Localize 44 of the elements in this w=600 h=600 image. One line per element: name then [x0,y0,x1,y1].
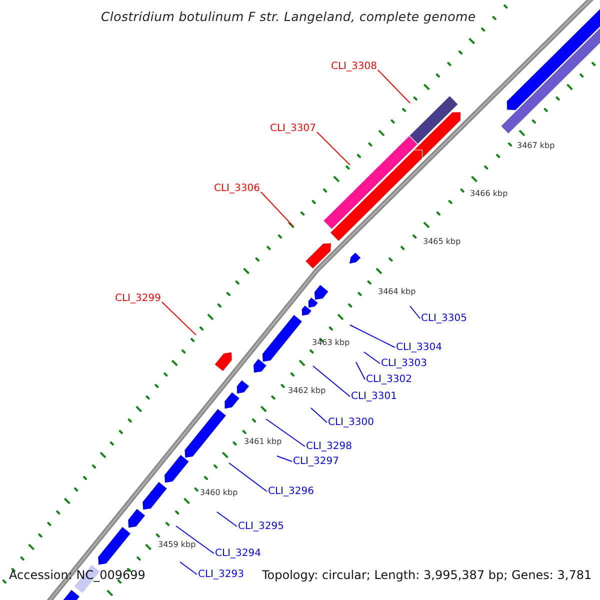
gene-label: CLI_3307 [270,123,316,134]
gene-label: CLI_3294 [215,548,261,559]
leader-line [161,302,196,336]
leader-line [276,456,292,462]
footer-text: Accession: NC_009699 [9,568,146,582]
leader-line [260,192,294,226]
leader-line [180,562,198,575]
leader-line [316,132,350,166]
scale-label: 3460 kbp [200,488,238,497]
scale-label: 3465 kbp [423,237,461,246]
title: Clostridium botulinum F str. Langeland, complete genome [101,9,476,24]
gene-label: CLI_3304 [396,342,442,353]
footer-text: Topology: circular; Length: 3,995,387 bp; Genes: 3,781 [262,568,592,582]
gene-label: CLI_3300 [328,417,374,428]
scale-label: 3463 kbp [312,338,350,347]
gene-label: CLI_3295 [238,521,284,532]
gene-label: CLI_3293 [198,569,244,580]
gene-label: CLI_3297 [293,456,339,467]
leader-line [176,526,214,554]
scale-label: 3467 kbp [517,141,555,150]
scale-label: 3466 kbp [470,189,508,198]
leader-line [356,362,366,380]
gene-label: CLI_3299 [115,293,161,304]
leader-line [350,324,396,348]
leader-line [310,408,328,423]
leader-line [377,70,410,104]
scale-label: 3461 kbp [244,437,282,446]
gene-label: CLI_3303 [381,358,427,369]
leader-line [266,418,306,447]
leader-line [410,306,420,319]
gene-label: CLI_3308 [331,61,377,72]
scale-label: 3462 kbp [288,386,326,395]
gene-label: CLI_3306 [214,183,260,194]
leader-line [216,512,238,527]
scale-label: 3464 kbp [378,287,416,296]
leader-line [228,462,268,492]
gene-label: CLI_3302 [366,374,412,385]
leader-line [312,366,350,397]
leader-line [364,352,380,364]
gene-label: CLI_3305 [421,313,467,324]
gene-label: CLI_3301 [351,391,397,402]
scale-label: 3459 kbp [158,540,196,549]
gene-label: CLI_3296 [268,486,314,497]
gene-label: CLI_3298 [306,441,352,452]
